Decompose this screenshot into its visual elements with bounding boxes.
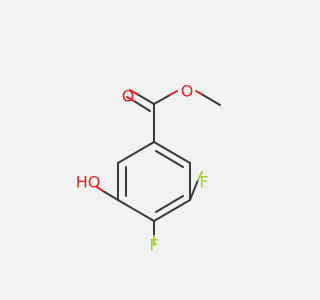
molecule-structure: O O HO F F	[76, 82, 221, 255]
bond-ring-to-hydroxyl	[102, 190, 119, 201]
ring-bond-c6-c1	[117, 141, 155, 164]
carbonyl-oxygen-label: O	[122, 87, 135, 106]
hydroxyl-label: HO	[76, 173, 101, 192]
ring-bond-c1-c2	[153, 141, 191, 164]
bond-ring-to-fluorine-3	[189, 179, 199, 201]
bond-ester-oxygen-to-methyl-segment	[195, 90, 204, 96]
bond-carbonyl-carbon-to-ester-oxygen	[153, 94, 171, 105]
bond-fluorine-3-segment	[197, 171, 203, 181]
ring-double-bond-c1-c2	[155, 150, 184, 168]
bond-carbonyl-oxygen-segment-a	[129, 89, 138, 95]
ring-bond-c3-c4	[153, 199, 191, 222]
bond-ester-oxygen-segment	[169, 90, 178, 96]
molecule-canvas: O O HO F F	[75, 81, 221, 255]
bond-carbonyl-carbon-to-oxygen-b	[133, 100, 151, 112]
bond-ester-oxygen-to-methyl	[202, 94, 221, 106]
fluorine-3-label: F	[199, 173, 208, 192]
ring-double-bond-c3-c4	[155, 195, 184, 213]
ring-bond-c4-c5	[117, 199, 155, 222]
bond-carbonyl-oxygen-segment-b	[126, 96, 135, 102]
bond-carbonyl-carbon-to-oxygen-a	[136, 93, 155, 105]
ester-oxygen-label: O	[181, 82, 194, 101]
bond-hydroxyl-segment	[96, 186, 104, 192]
fluorine-4-label: F	[149, 236, 158, 255]
